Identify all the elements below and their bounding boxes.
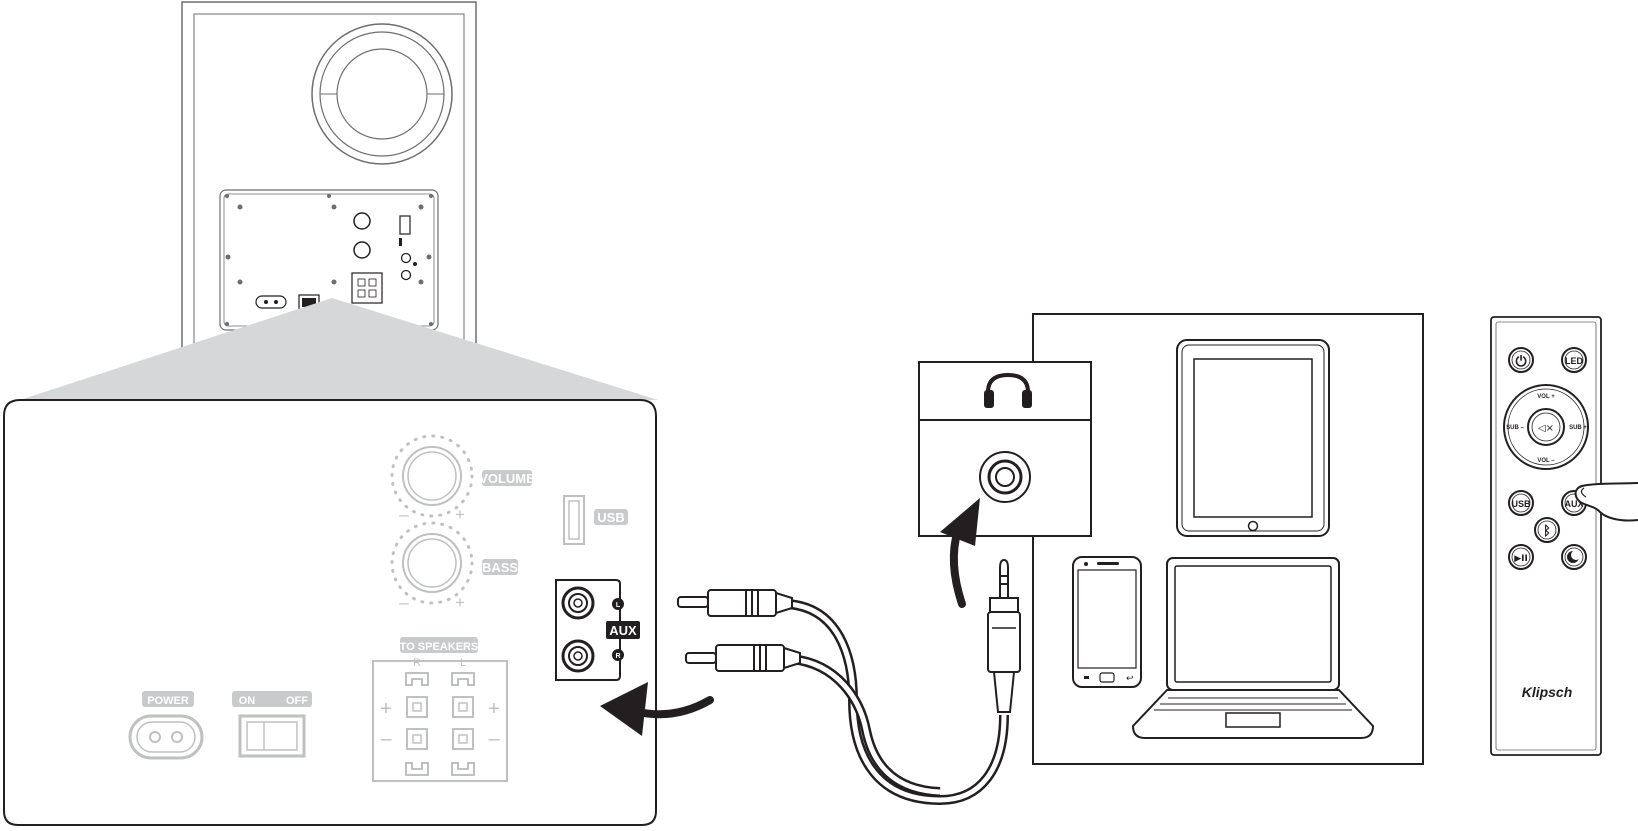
to-speakers-label: TO SPEAKERS bbox=[400, 641, 479, 653]
volume-plus: + bbox=[455, 505, 465, 524]
bluetooth-icon: ᛒ bbox=[1543, 524, 1551, 539]
3.5mm-plug bbox=[987, 558, 1021, 713]
remote-usb-button[interactable]: USB bbox=[1508, 490, 1534, 516]
remote-led-label: LED bbox=[1565, 356, 1584, 366]
speaker-r-label: R bbox=[413, 657, 421, 669]
remote-vol-down[interactable]: VOL – bbox=[1537, 458, 1555, 464]
headphone-jack-callout bbox=[918, 361, 1092, 537]
bass-plus: + bbox=[455, 593, 465, 612]
aux-jack-left bbox=[561, 586, 595, 620]
remote-mute-button[interactable]: ◁× bbox=[1527, 408, 1565, 446]
on-label: ON bbox=[239, 695, 256, 707]
aux-jack-right bbox=[561, 639, 595, 673]
remote-aux-label: AUX bbox=[1564, 499, 1583, 509]
zoom-wedge bbox=[20, 298, 658, 400]
devices-box: ↩ bbox=[1032, 313, 1424, 765]
remote-play-pause-button[interactable]: ▶II bbox=[1508, 544, 1534, 570]
speaker-minus-left: – bbox=[380, 728, 392, 750]
remote-vol-up[interactable]: VOL + bbox=[1537, 394, 1555, 400]
mute-icon: ◁× bbox=[1538, 423, 1554, 434]
power-label: POWER bbox=[147, 695, 189, 707]
aux-input-block: L R AUX bbox=[555, 579, 640, 681]
volume-knob bbox=[390, 434, 474, 518]
remote-usb-label: USB bbox=[1511, 499, 1531, 509]
speaker-terminals: TO SPEAKERS R L + – + – bbox=[372, 637, 508, 782]
speaker-plus-left: + bbox=[380, 698, 392, 720]
aux-left-mark: L bbox=[616, 602, 621, 609]
usb-label: USB bbox=[597, 510, 624, 525]
arrow-into-aux bbox=[600, 682, 714, 736]
speaker-plus-right: + bbox=[488, 698, 500, 720]
power-inlet: POWER bbox=[128, 691, 204, 760]
volume-minus: – bbox=[399, 505, 409, 524]
speaker-l-label: L bbox=[460, 657, 466, 669]
rca-plug-lower bbox=[685, 644, 801, 672]
svg-text:↩: ↩ bbox=[1126, 674, 1134, 684]
arrow-into-headphone-jack bbox=[940, 498, 980, 608]
play-pause-icon: ▶II bbox=[1514, 554, 1528, 564]
remote-dpad: ◁× VOL + VOL – SUB – SUB + bbox=[1503, 384, 1589, 470]
volume-label: VOLUME bbox=[479, 471, 535, 486]
remote-brand-logo: Klipsch bbox=[1522, 684, 1573, 700]
headphones-icon bbox=[984, 372, 1032, 408]
headphone-jack bbox=[979, 451, 1031, 503]
rca-plug-upper bbox=[677, 589, 793, 617]
off-label: OFF bbox=[286, 695, 308, 707]
remote-bluetooth-button[interactable]: ᛒ bbox=[1534, 517, 1560, 543]
remote-power-button[interactable]: ⏻ bbox=[1508, 347, 1534, 373]
finger-icon bbox=[1574, 482, 1638, 522]
bass-minus: – bbox=[399, 593, 409, 612]
remote-control: ⏻ LED ◁× VOL + VOL – SUB – SUB + USB bbox=[1490, 316, 1602, 756]
aux-right-mark: R bbox=[615, 653, 620, 660]
rca-to-3.5mm-cable bbox=[677, 558, 1021, 806]
usb-port bbox=[563, 495, 585, 545]
laptop-icon bbox=[1131, 557, 1375, 739]
enlarged-back-panel: – + VOLUME – + BASS USB bbox=[3, 399, 714, 826]
remote-led-button[interactable]: LED bbox=[1561, 347, 1587, 373]
smartphone-icon: ↩ bbox=[1072, 556, 1142, 688]
subwoofer-driver bbox=[311, 23, 453, 165]
bass-knob bbox=[390, 521, 474, 605]
power-switch: ON OFF bbox=[232, 691, 312, 758]
remote-sub-up[interactable]: SUB + bbox=[1569, 425, 1587, 431]
bass-label: BASS bbox=[482, 560, 518, 575]
remote-sub-down[interactable]: SUB – bbox=[1506, 425, 1524, 431]
moon-icon bbox=[1567, 550, 1581, 563]
power-icon: ⏻ bbox=[1515, 354, 1526, 370]
remote-night-mode-button[interactable] bbox=[1561, 544, 1587, 570]
speaker-minus-right: – bbox=[488, 728, 500, 750]
tablet-icon bbox=[1176, 339, 1330, 537]
aux-label: AUX bbox=[609, 623, 637, 638]
